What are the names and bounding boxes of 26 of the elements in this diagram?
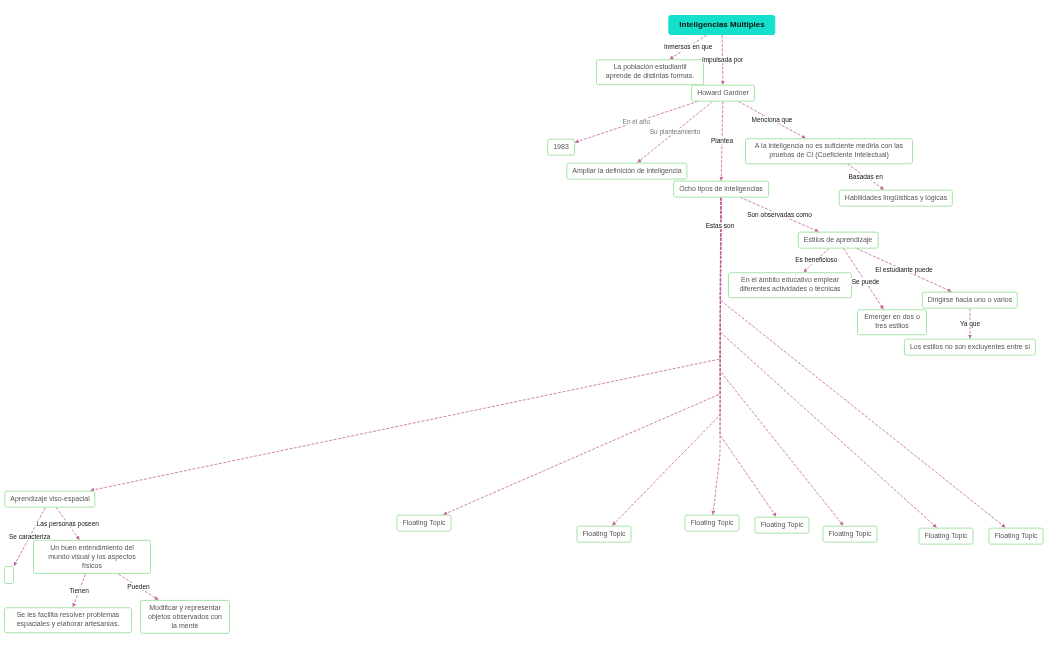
topic-box xyxy=(691,84,755,102)
topic-box xyxy=(728,272,852,298)
topic-box xyxy=(822,525,878,543)
topic-box xyxy=(754,516,810,534)
topic-box xyxy=(4,607,132,633)
topic-box xyxy=(903,338,1037,356)
topic-box xyxy=(566,162,688,180)
topic-box xyxy=(684,514,740,532)
topic-box xyxy=(33,539,151,575)
topic-box xyxy=(745,138,913,164)
empty-topic-box xyxy=(4,566,14,584)
topic-box xyxy=(857,309,927,335)
topic-box xyxy=(797,231,879,249)
topic-box xyxy=(576,525,632,543)
topic-box xyxy=(140,599,230,635)
central-topic xyxy=(668,15,776,35)
topic-text: Inteligencias Múltiples xyxy=(679,20,765,30)
topic-box xyxy=(596,59,704,85)
topic-box xyxy=(396,514,452,532)
topic-box xyxy=(547,138,575,156)
topic-box xyxy=(673,180,769,198)
topic-box xyxy=(988,527,1044,545)
topic-box xyxy=(838,189,954,207)
topic-box xyxy=(918,527,974,545)
topic-box xyxy=(4,490,96,508)
topic-box xyxy=(921,291,1019,309)
